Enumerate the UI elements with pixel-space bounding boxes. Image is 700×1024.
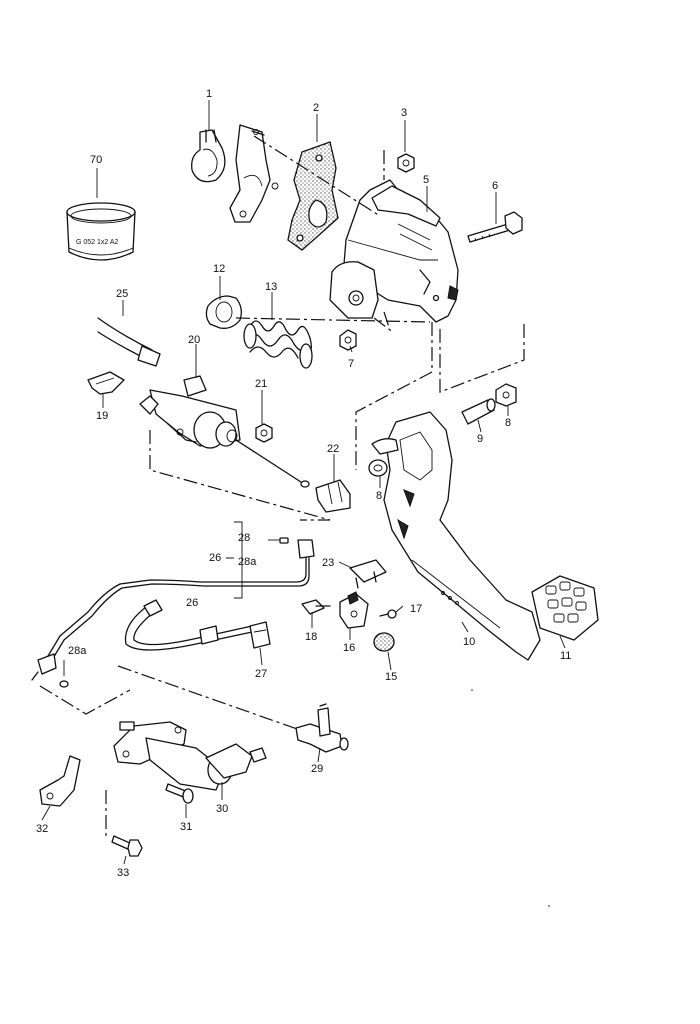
label-part-17: 17: [410, 603, 422, 615]
part-1-clip: [191, 129, 226, 183]
label-part-12: 12: [213, 263, 225, 275]
label-part-16: 16: [343, 642, 355, 654]
part-19-spring-clip: [87, 371, 125, 395]
part-18-switch-pin: [301, 599, 331, 615]
label-part-1: 1: [206, 88, 212, 100]
part-15-stopper: [373, 632, 395, 652]
label-part-28a-lower: 28a: [68, 645, 87, 657]
part-7-nut: [339, 329, 357, 351]
label-part-11: 11: [560, 650, 571, 662]
scan-speck: [548, 905, 550, 907]
label-part-33: 33: [117, 867, 129, 879]
part-16-switch-holder: [339, 591, 369, 629]
label-part-32: 32: [36, 823, 48, 835]
part-26-pipe-line: [31, 539, 315, 681]
label-part-15: 15: [385, 671, 397, 683]
part-28a-seal: [59, 680, 69, 688]
label-part-3: 3: [401, 107, 407, 119]
part-2-bracket-plate: [229, 124, 339, 251]
clamp-stamp-text: G 052 1x2 A2: [76, 239, 119, 246]
label-part-26-hose: 26: [186, 597, 198, 609]
part-22-switch: [315, 479, 351, 513]
part-70-clamp-ring: G 052 1x2 A2: [66, 202, 136, 261]
part-32-bracket: [39, 755, 81, 807]
label-part-70: 70: [90, 154, 102, 166]
label-part-18: 18: [305, 631, 317, 643]
label-part-23: 23: [322, 557, 334, 569]
label-part-31: 31: [180, 821, 192, 833]
part-25-hose: [97, 317, 161, 367]
label-part-21: 21: [255, 378, 267, 390]
part-13-spring: [243, 320, 313, 369]
label-part-25: 25: [116, 288, 128, 300]
label-part-5: 5: [423, 174, 429, 186]
label-part-8-upper: 8: [505, 417, 511, 429]
label-part-6: 6: [492, 180, 498, 192]
label-part-8-lower: 8: [376, 490, 382, 502]
part-23-bracket: [349, 559, 387, 589]
part-28-small-clip: [279, 537, 289, 544]
label-part-27: 27: [255, 668, 267, 680]
leader-lines: [41, 100, 566, 865]
label-part-28: 28: [238, 532, 250, 544]
part-5-pedal-bracket: [329, 179, 459, 323]
label-part-26-group: 26: [209, 552, 221, 564]
part-6-bolt: [467, 211, 523, 243]
part-labels: 70 1 2 3 5 6 7 8 8 9 10 11 12 13 15 16 1…: [36, 88, 571, 879]
label-part-20: 20: [188, 334, 200, 346]
part-11-pedal-pad: [531, 575, 599, 641]
part-33-bolt: [111, 835, 143, 857]
part-20-master-cylinder: [139, 375, 310, 488]
part-10-pedal-arm: [371, 411, 541, 661]
assembly-lines: [39, 135, 525, 836]
part-12-bushing: [205, 295, 242, 329]
label-part-22: 22: [327, 443, 339, 455]
label-part-10: 10: [463, 636, 475, 648]
label-part-29: 29: [311, 763, 323, 775]
part-21-nut: [255, 423, 273, 443]
label-part-9: 9: [477, 433, 483, 445]
label-part-28a-upper: 28a: [238, 556, 257, 568]
part-9-sleeve: [461, 398, 496, 425]
part-17-screw: [379, 609, 397, 619]
scan-speck: [471, 689, 473, 691]
part-3-nut: [397, 153, 415, 173]
part-8-bushing-lower: [368, 459, 388, 477]
part-27-clip: [249, 621, 271, 649]
label-part-7: 7: [348, 358, 354, 370]
part-29-tee-fitting: [295, 703, 349, 753]
part-31-bolt: [165, 783, 194, 804]
part-26-flexible-hose: [124, 599, 253, 651]
label-part-30: 30: [216, 803, 228, 815]
part-30-slave-cylinder: [113, 721, 267, 791]
part-8-bushing-upper: [495, 383, 517, 407]
label-part-13: 13: [265, 281, 277, 293]
label-part-2: 2: [313, 102, 319, 114]
label-part-19: 19: [96, 410, 108, 422]
